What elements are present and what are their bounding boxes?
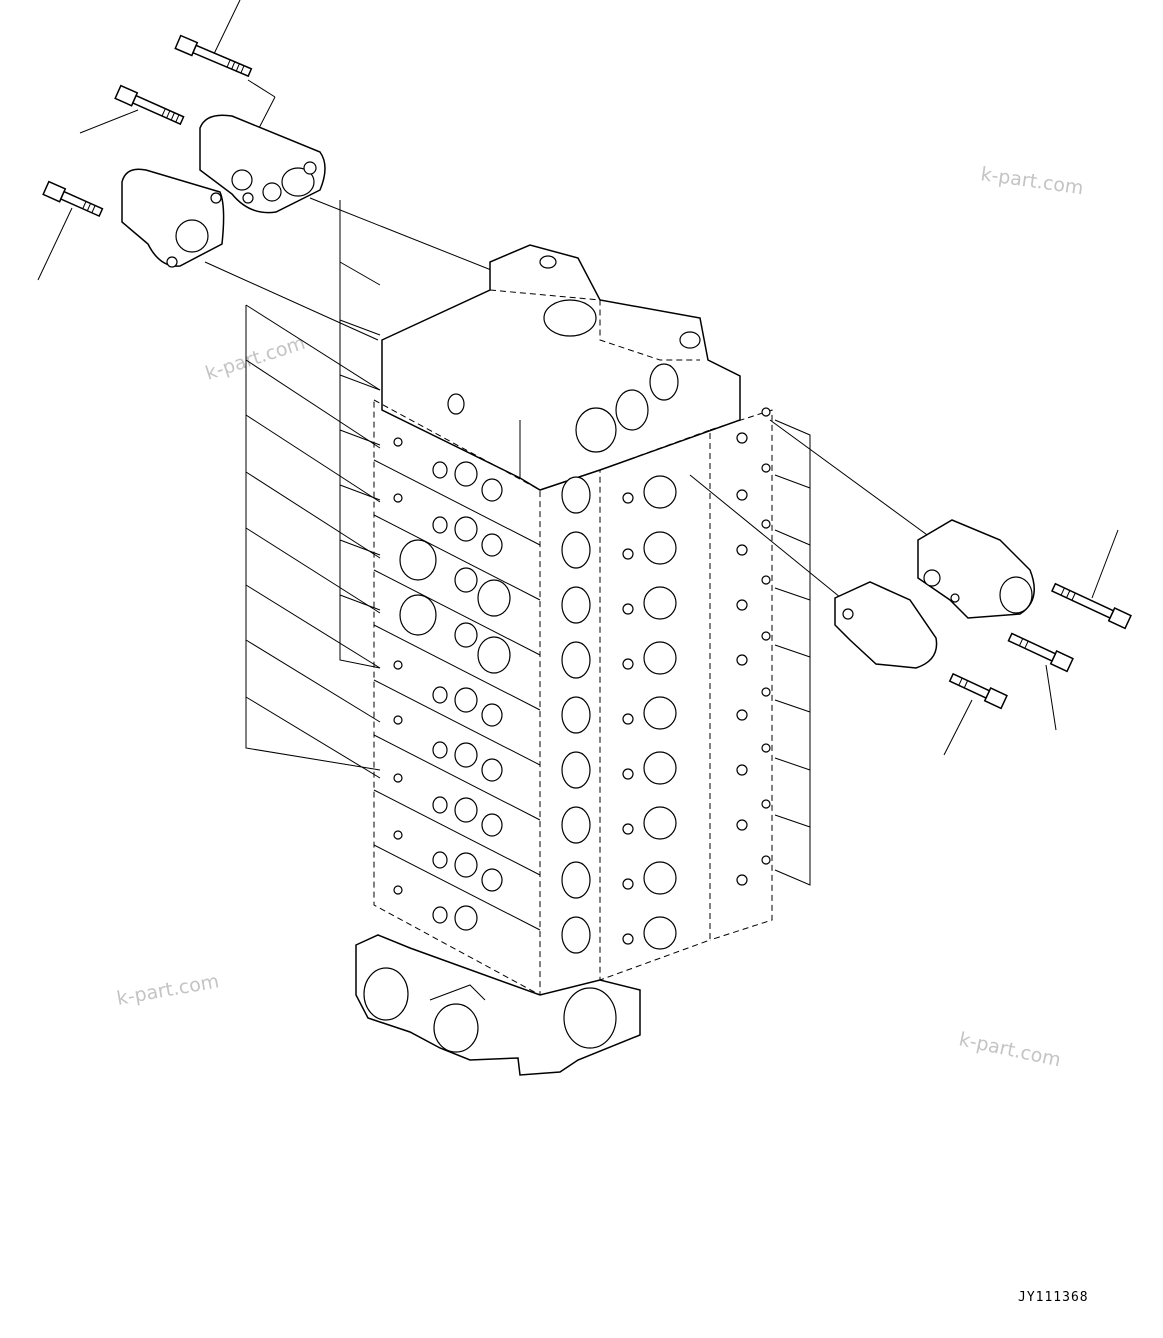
bolt-right-lower bbox=[948, 672, 1008, 710]
watermark-bottom-right: k-part.com bbox=[957, 1028, 1063, 1071]
right-valve-cover-lower bbox=[834, 581, 938, 669]
right-valve-cover-upper bbox=[917, 519, 1035, 619]
bolt-right-upper bbox=[1050, 582, 1132, 630]
watermark-top-right: k-part.com bbox=[979, 163, 1085, 199]
leader-lines-left bbox=[37, 0, 613, 779]
right-face-ports bbox=[622, 407, 771, 950]
drawing-code: JY111368 bbox=[1018, 1290, 1089, 1305]
watermark-mid-left: k-part.com bbox=[203, 332, 308, 385]
front-ports bbox=[561, 476, 591, 954]
bolt-middle bbox=[114, 84, 185, 126]
left-face-holes bbox=[393, 437, 511, 931]
relief-valve-cover-upper bbox=[199, 114, 326, 214]
bolt-right-middle bbox=[1007, 632, 1074, 673]
watermark-bottom-left: k-part.com bbox=[115, 970, 221, 1010]
valve-body bbox=[355, 244, 773, 1076]
bolt-lower bbox=[42, 180, 104, 218]
bolt-upper bbox=[174, 34, 253, 78]
leader-lines-right bbox=[689, 419, 1119, 886]
relief-valve-cover-lower bbox=[121, 168, 225, 268]
